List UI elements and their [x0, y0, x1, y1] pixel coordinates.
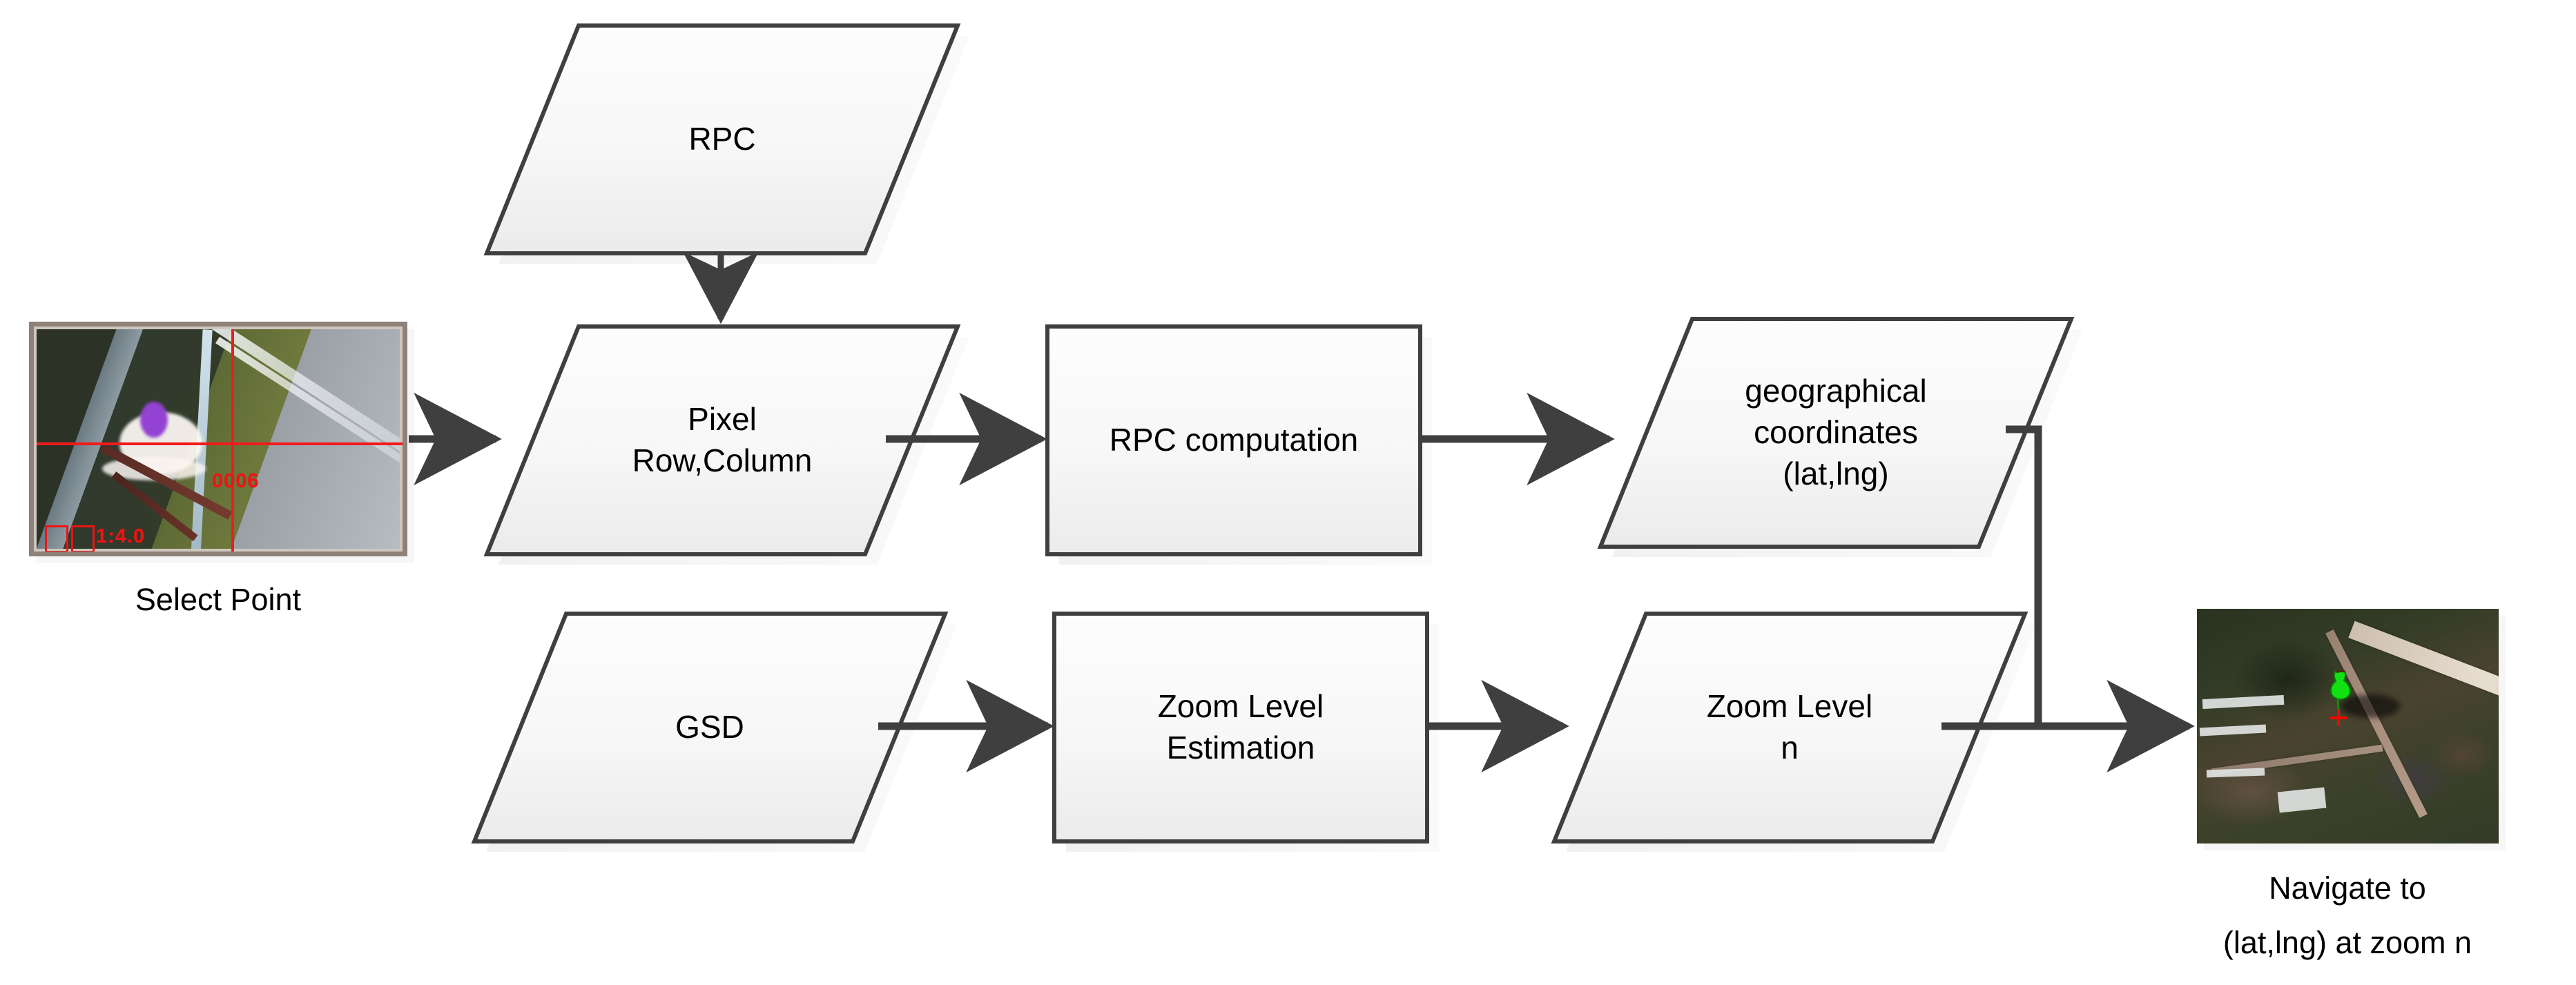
- point-id-annotation: 0006: [212, 470, 260, 492]
- scale-icon-box: [71, 525, 95, 552]
- scale-annotation: 1:4.0: [96, 525, 146, 547]
- scale-icon-box: [45, 525, 68, 552]
- node-label-zoom-estimation-line-1: Estimation: [1166, 730, 1315, 765]
- node-label-geo-line-2: (lat,lng): [1783, 455, 1889, 491]
- map-result-caption: Navigate to (lat,lng) at zoom n: [2154, 861, 2541, 971]
- map-pin-shadow: [2341, 694, 2400, 718]
- node-label-gsd: GSD: [474, 614, 945, 841]
- node-label-geo-line-0: geographical: [1745, 373, 1927, 409]
- select-point-caption: Select Point: [29, 573, 407, 627]
- select-point-thumbnail[interactable]: 0006 1:4.0: [29, 322, 407, 556]
- map-result-caption-line-0: Navigate to: [2269, 870, 2426, 906]
- crosshair-horizontal: [37, 442, 403, 445]
- node-label-pixel-row-column: Pixel Row,Column: [487, 326, 958, 554]
- node-label-gsd-line-0: GSD: [675, 709, 744, 745]
- node-label-rpc: RPC: [487, 26, 958, 253]
- map-pin-icon[interactable]: [2325, 670, 2357, 714]
- map-result-caption-line-1: (lat,lng) at zoom n: [2222, 924, 2472, 960]
- node-label-zoom-level-n-line-0: Zoom Level: [1706, 688, 1873, 725]
- node-label-zoom-level-n-line-1: n: [1781, 730, 1799, 765]
- image-blob: [140, 402, 168, 438]
- node-label-zoom-estimation-line-0: Zoom Level: [1157, 688, 1324, 725]
- map-result-thumbnail[interactable]: [2197, 609, 2499, 843]
- node-label-rpc-computation-line-0: RPC computation: [1109, 422, 1359, 458]
- node-label-pixel-line-0: Pixel: [688, 401, 757, 438]
- node-label-geo-line-1: coordinates: [1754, 414, 1918, 451]
- node-label-zoom-level-estimation: Zoom Level Estimation: [1054, 614, 1427, 841]
- select-point-caption-line-0: Select Point: [135, 582, 302, 617]
- node-label-rpc-line-0: RPC: [688, 121, 756, 157]
- node-label-pixel-line-1: Row,Column: [632, 442, 813, 478]
- crosshair-vertical: [231, 329, 234, 552]
- map-crosshair-horizontal: [2330, 716, 2347, 719]
- node-label-geographical-coordinates: geographical coordinates (lat,lng): [1600, 319, 2071, 547]
- node-label-zoom-level-n: Zoom Level n: [1554, 614, 2025, 841]
- source-image-preview: [37, 329, 400, 549]
- node-label-rpc-computation: RPC computation: [1047, 326, 1420, 554]
